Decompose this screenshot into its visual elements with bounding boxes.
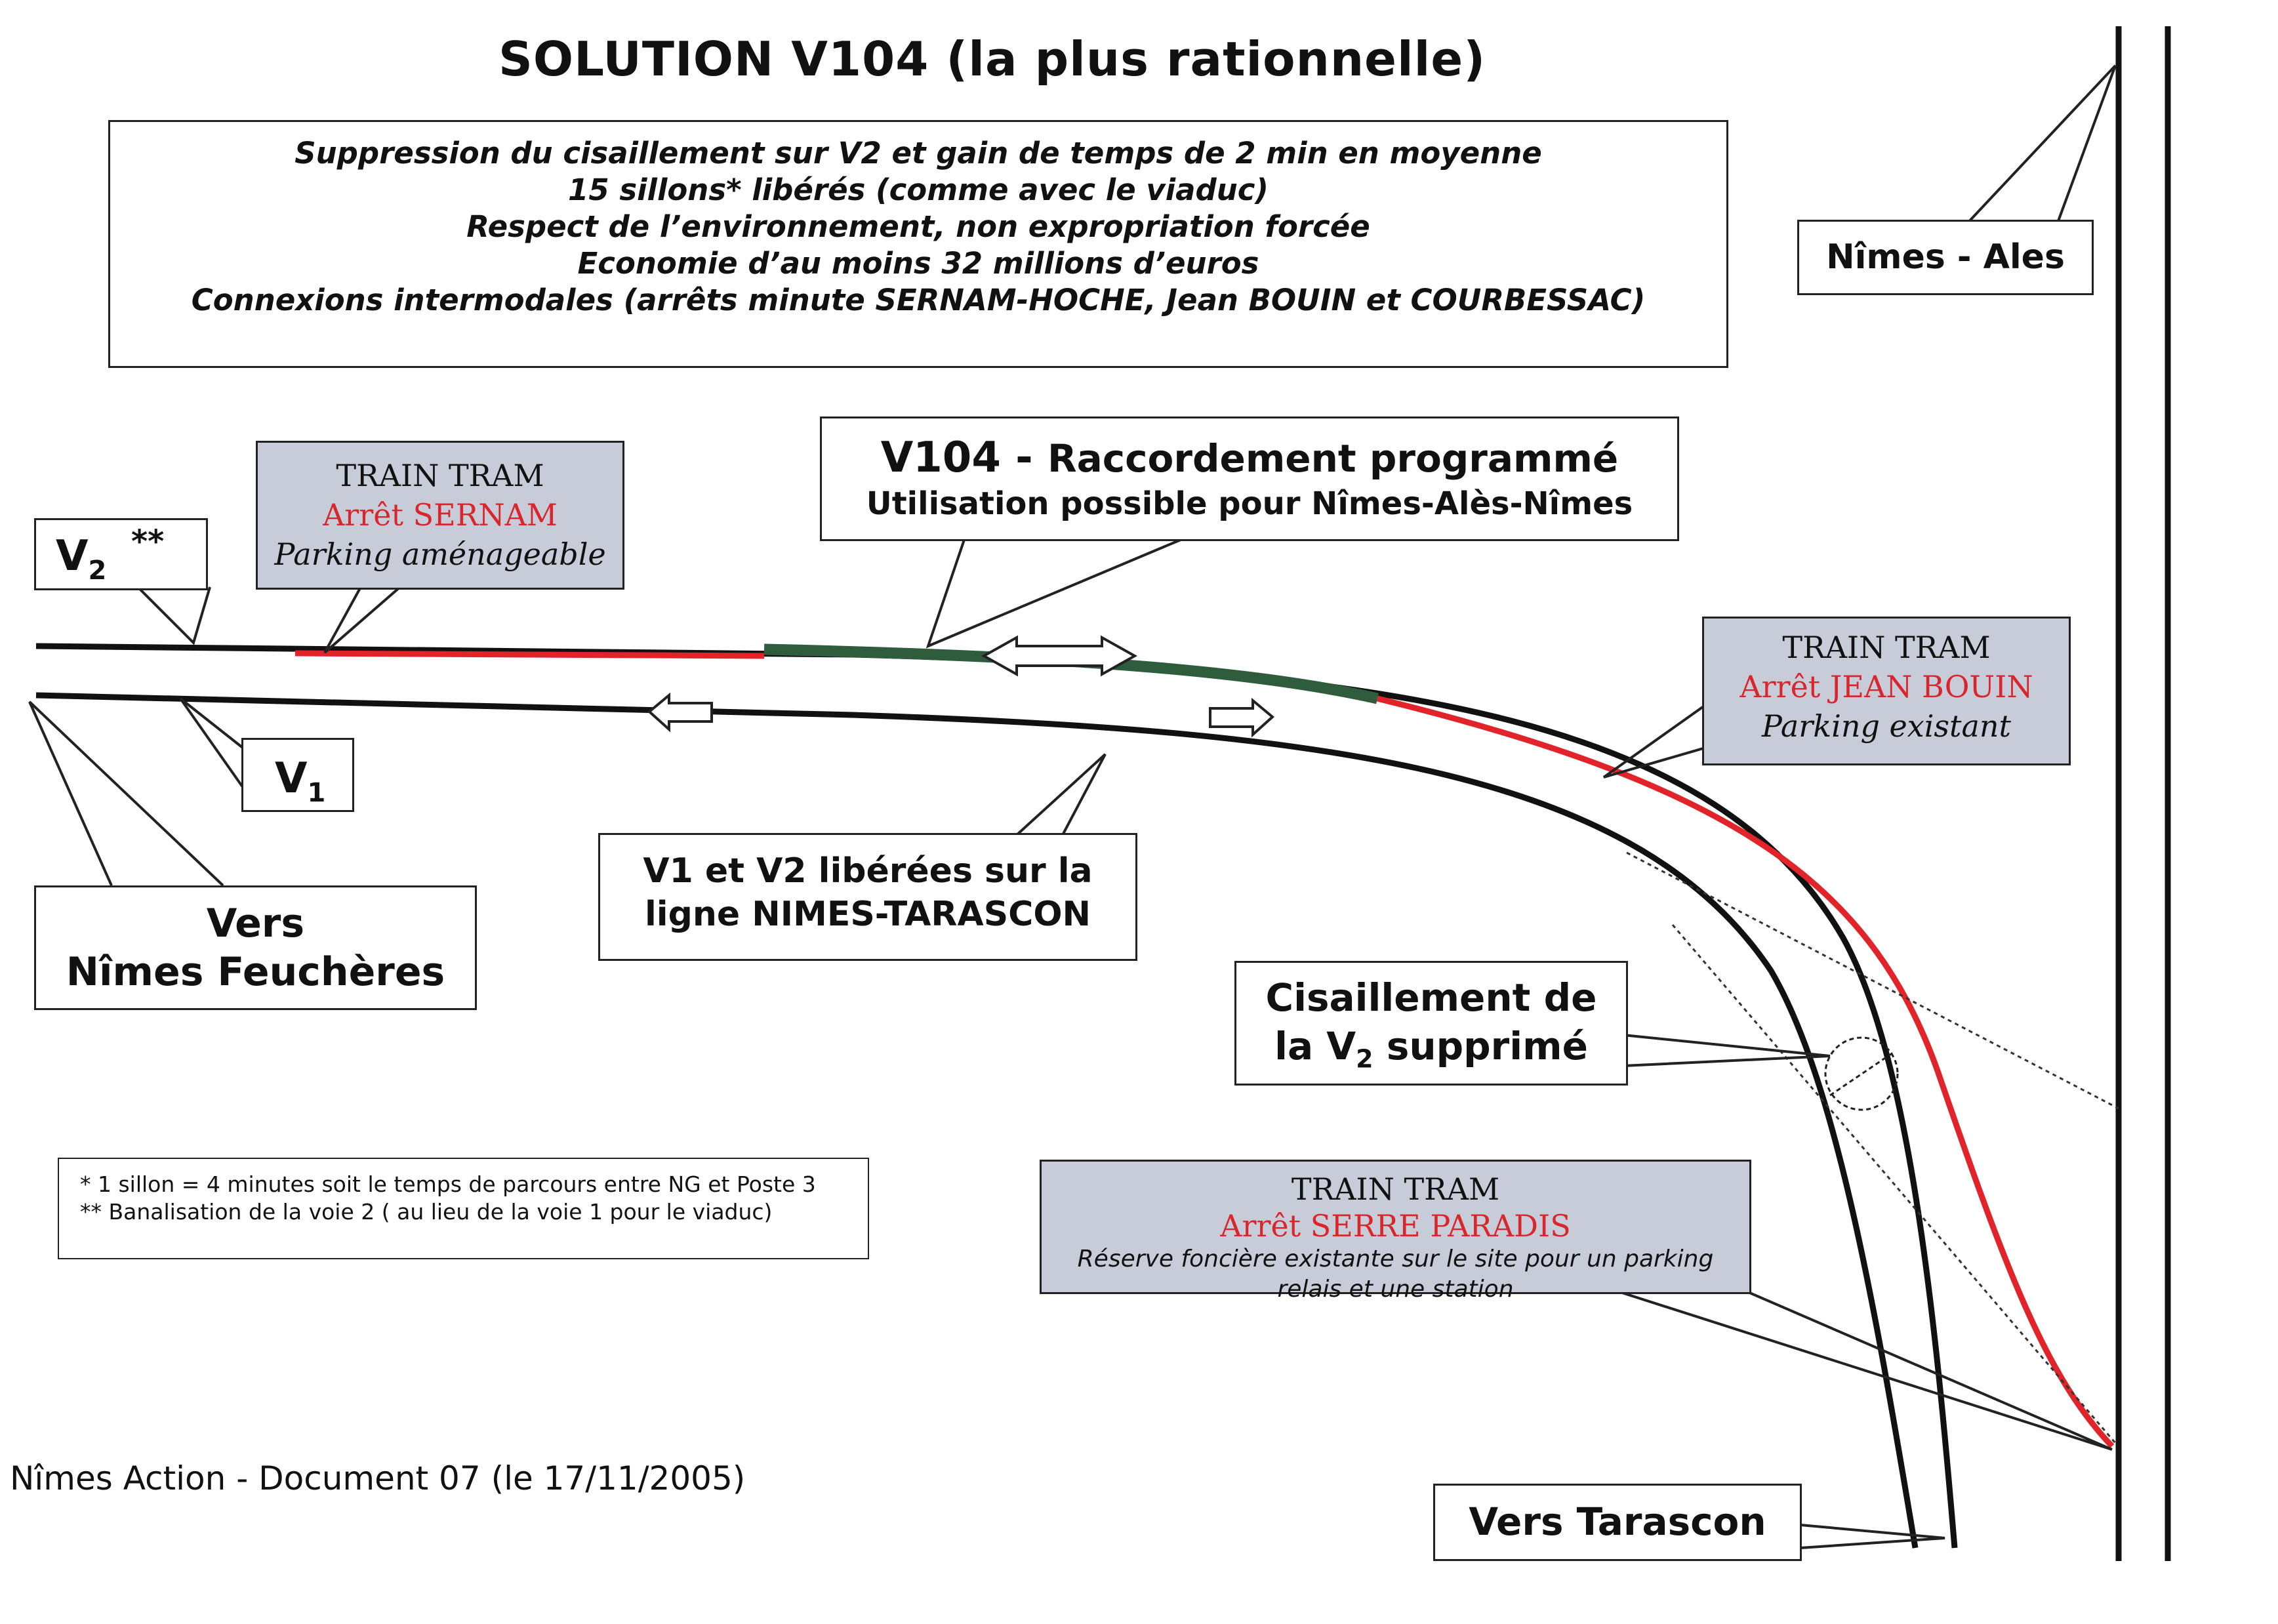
v1-label: V1: [241, 738, 354, 812]
vers-tarascon-box: Vers Tarascon: [1433, 1484, 1802, 1561]
summary-line-2: 15 sillons* libérés (comme avec le viadu…: [568, 173, 1269, 207]
jean-bouin-line-2: Arrêt JEAN BOUIN: [1739, 669, 2033, 704]
pointer-freed: [1015, 753, 1107, 836]
v2-main: V: [56, 532, 89, 580]
arrow-bidirectional-icon-v104: [981, 635, 1138, 677]
v2-label: V2 **: [34, 518, 208, 590]
track-v1: [35, 692, 1919, 1549]
v1-sub: 1: [307, 777, 326, 808]
serre-line-1: TRAIN TRAM: [1291, 1171, 1500, 1207]
nimes-ales-text: Nîmes - Ales: [1826, 237, 2065, 277]
cisaillement-sub: 2: [1356, 1044, 1373, 1074]
summary-box: Suppression du cisaillement sur V2 et ga…: [108, 120, 1728, 368]
v104-id: V104 -: [880, 434, 1047, 482]
v1-main: V: [275, 754, 308, 803]
pointer-tarascon: [1800, 1524, 1945, 1549]
dotted-line-2: [1671, 924, 2117, 1444]
summary-line-1: Suppression du cisaillement sur V2 et ga…: [295, 136, 1542, 171]
pointer-feucheres: [28, 700, 224, 887]
stop-sernam-box: TRAIN TRAM Arrêt SERNAM Parking aménagea…: [256, 441, 624, 590]
sernam-line-2: Arrêt SERNAM: [323, 497, 558, 533]
feucheres-line-2: Nîmes Feuchères: [66, 949, 445, 995]
jean-bouin-line-3: Parking existant: [1761, 708, 2012, 744]
vers-feucheres-box: Vers Nîmes Feuchères: [34, 885, 477, 1010]
summary-line-3: Respect de l’environnement, non expropri…: [466, 209, 1370, 244]
crossing-circle-icon: [1824, 1036, 1899, 1111]
document-caption: Nîmes Action - Document 07 (le 17/11/200…: [10, 1459, 746, 1497]
cisaillement-line-2b: supprimé: [1373, 1024, 1588, 1068]
serre-line-4: relais et une station: [1277, 1276, 1514, 1303]
tram-red-curve: [1376, 695, 2115, 1449]
pointer-v2: [136, 586, 211, 645]
arrow-left-icon-v1: [647, 692, 713, 733]
vers-tarascon-text: Vers Tarascon: [1469, 1499, 1766, 1544]
summary-line-4: Economie d’au moins 32 millions d’euros: [577, 246, 1259, 281]
footnote-1: * 1 sillon = 4 minutes soit le temps de …: [80, 1171, 816, 1197]
freed-lines-box: V1 et V2 libérées sur la ligne NIMES-TAR…: [598, 833, 1137, 961]
jean-bouin-line-1: TRAIN TRAM: [1782, 630, 1991, 665]
footnotes-box: * 1 sillon = 4 minutes soit le temps de …: [58, 1158, 869, 1259]
pointer-v1: [179, 697, 244, 788]
pointer-sernam: [323, 586, 401, 654]
serre-line-3: Réserve foncière existante sur le site p…: [1077, 1246, 1714, 1272]
v104-subtitle: Utilisation possible pour Nîmes-Alès-Nîm…: [866, 485, 1633, 522]
page-title: SOLUTION V104 (la plus rationnelle): [498, 31, 1486, 87]
pointer-cisaillement: [1623, 1034, 1831, 1067]
stop-jean-bouin-box: TRAIN TRAM Arrêt JEAN BOUIN Parking exis…: [1702, 617, 2071, 765]
v2-sub: 2: [88, 555, 107, 586]
v104-green-segment: [763, 643, 1379, 704]
stop-serre-paradis-box: TRAIN TRAM Arrêt SERRE PARADIS Réserve f…: [1040, 1160, 1751, 1303]
v104-box: V104 - Raccordement programmé Utilisatio…: [820, 416, 1679, 541]
cisaillement-line-2: la V2 supprimé: [1236, 1022, 1626, 1084]
pointer-nimes-ales: [1963, 64, 2117, 228]
serre-line-2: Arrêt SERRE PARADIS: [1220, 1208, 1571, 1244]
pointer-v104: [925, 538, 1181, 649]
pointer-serre: [1619, 1291, 2113, 1451]
freed-line-2: ligne NIMES-TARASCON: [644, 895, 1091, 934]
arrow-right-icon-v1: [1209, 697, 1275, 738]
summary-line-5: Connexions intermodales (arrêts minute S…: [191, 283, 1646, 317]
v2-stars: **: [131, 523, 165, 560]
tram-red-segment-west: [295, 650, 765, 659]
v104-title: Raccordement programmé: [1047, 436, 1619, 481]
nimes-ales-label: Nîmes - Ales: [1797, 220, 2094, 295]
sernam-line-1: TRAIN TRAM: [336, 458, 544, 493]
cisaillement-line-2a: la V: [1274, 1024, 1356, 1068]
pointer-jean-bouin: [1602, 704, 1707, 779]
cisaillement-line-1: Cisaillement de: [1265, 975, 1597, 1020]
cisaillement-box: Cisaillement de la V2 supprimé: [1234, 961, 1628, 1086]
footnote-2: ** Banalisation de la voie 2 ( au lieu d…: [80, 1199, 773, 1225]
freed-line-1: V1 et V2 libérées sur la: [643, 851, 1093, 891]
sernam-line-3: Parking aménageable: [274, 537, 606, 572]
feucheres-line-1: Vers: [206, 901, 305, 946]
dotted-line-1: [1626, 851, 2119, 1110]
